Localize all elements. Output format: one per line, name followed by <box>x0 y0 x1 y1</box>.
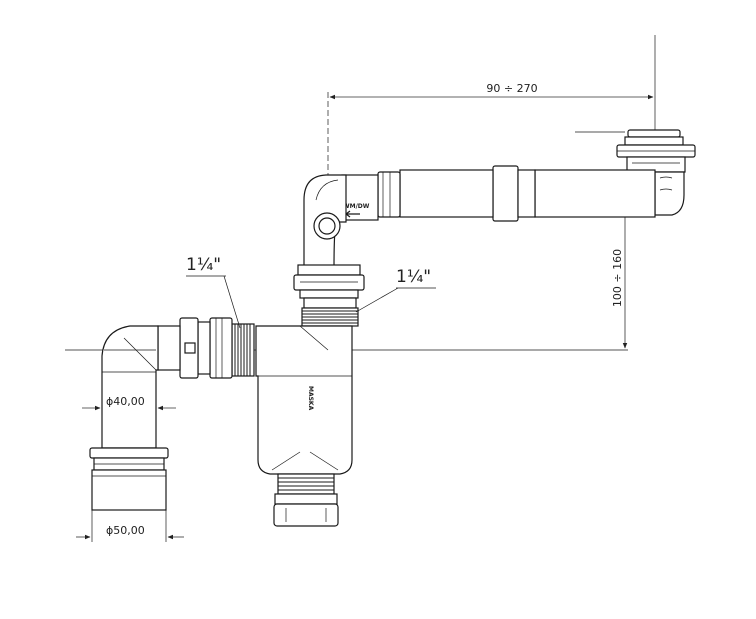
left-thread <box>231 323 255 377</box>
dimension-large-diameter: ϕ50,00 <box>76 510 184 542</box>
top-elbow <box>303 174 347 269</box>
vertical-range-label: 100 ÷ 160 <box>611 249 624 307</box>
outlet-elbow <box>101 325 159 449</box>
right-thread-label: 1¼" <box>396 267 431 287</box>
diameter-adapter <box>89 447 169 511</box>
thread-callout-right: 1¼" <box>355 267 436 313</box>
small-diameter-label: ϕ40,00 <box>106 395 145 408</box>
overflow-pipe: WM/DW <box>341 165 656 222</box>
siphon-body: MASKA <box>255 325 353 475</box>
left-thread-label: 1¼" <box>186 255 221 275</box>
inlet-label: WM/DW <box>343 203 370 210</box>
right-thread <box>301 307 359 327</box>
dimension-horizontal-reach: 90 ÷ 270 <box>329 82 654 100</box>
large-diameter-label: ϕ50,00 <box>106 524 145 537</box>
thread-callout-left: 1¼" <box>186 255 241 329</box>
side-outlet-fitting <box>157 317 233 379</box>
sink-strainer <box>616 129 696 216</box>
inlet-nut <box>293 264 365 309</box>
bottom-drain <box>273 473 339 527</box>
horizontal-reach-label: 90 ÷ 270 <box>486 82 537 95</box>
body-label: MASKA <box>307 386 314 411</box>
dimension-small-diameter: ϕ40,00 <box>82 395 176 415</box>
